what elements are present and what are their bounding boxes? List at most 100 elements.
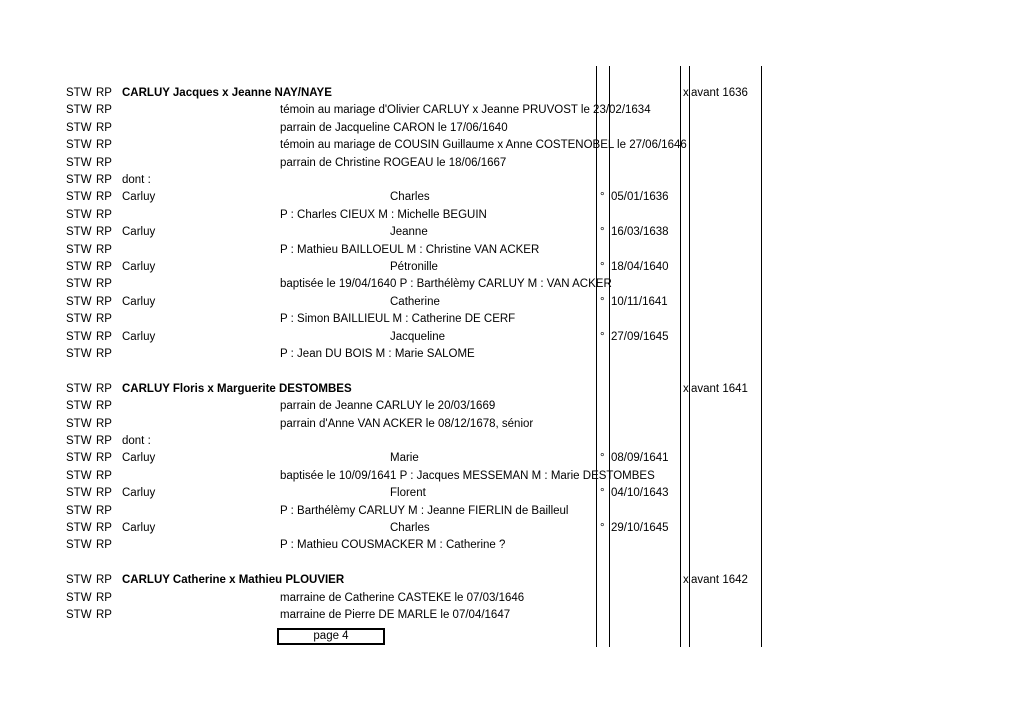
- source-code: STW: [66, 174, 92, 186]
- marriage-date: avant 1642: [691, 574, 748, 587]
- birth-date: 16/03/1638: [611, 226, 669, 239]
- birth-date: 10/11/1641: [611, 295, 668, 308]
- child-given-name: Charles: [390, 522, 430, 534]
- source-code: STW: [66, 313, 92, 326]
- register-row: STW RP baptisée le 19/04/1640 P : Barthélè…: [0, 276, 1024, 293]
- entry-detail: P : Mathieu BAILLOEUL M : Christine VAN …: [280, 243, 540, 256]
- entry-name: Carluy: [122, 295, 156, 308]
- source-code: STW: [66, 539, 92, 552]
- record-type: RP: [96, 330, 112, 343]
- record-type: RP: [96, 522, 112, 534]
- entry-detail: parrain de Jeanne CARLUY le 20/03/1669: [280, 400, 496, 413]
- source-code: STW: [66, 104, 92, 117]
- entry-name: Carluy: [122, 261, 156, 273]
- birth-mark: °: [600, 191, 605, 204]
- entry-detail: baptisée le 10/09/1641 P : Jacques MESSE…: [280, 469, 655, 482]
- entry-name: Carluy: [122, 522, 156, 534]
- source-code: STW: [66, 208, 92, 221]
- record-type: RP: [96, 278, 112, 291]
- record-type: RP: [96, 295, 112, 308]
- entry-detail: témoin au mariage de COUSIN Guillaume x …: [280, 139, 687, 152]
- column-divider: [596, 66, 597, 647]
- record-type: RP: [96, 452, 112, 465]
- source-code: STW: [66, 522, 92, 534]
- record-type: RP: [96, 504, 112, 517]
- source-code: STW: [66, 609, 92, 621]
- record-type: RP: [96, 121, 112, 134]
- register-row: STW RP P : Barthélèmy CARLUY M : Jeanne FI…: [0, 503, 1024, 520]
- entry-detail: P : Mathieu COUSMACKER M : Catherine ?: [280, 539, 506, 552]
- marriage-mark: x: [683, 574, 689, 587]
- source-code: STW: [66, 591, 92, 604]
- entry-detail: parrain de Christine ROGEAU le 18/06/166…: [280, 156, 507, 169]
- source-code: STW: [66, 469, 92, 482]
- source-code: STW: [66, 87, 92, 99]
- source-code: STW: [66, 504, 92, 517]
- record-type: RP: [96, 539, 112, 552]
- column-divider: [609, 66, 610, 647]
- birth-mark: °: [600, 226, 605, 239]
- entry-detail: P : Simon BAILLIEUL M : Catherine DE CER…: [280, 313, 516, 326]
- source-code: STW: [66, 330, 92, 343]
- record-type: RP: [96, 487, 112, 500]
- entry-detail: P : Jean DU BOIS M : Marie SALOME: [280, 348, 475, 360]
- register-row: STW RP P : Mathieu COUSMACKER M : Catherin…: [0, 537, 1024, 554]
- birth-date: 04/10/1643: [611, 487, 669, 500]
- entry-detail: P : Barthélèmy CARLUY M : Jeanne FIERLIN…: [280, 504, 569, 517]
- child-given-name: Pétronille: [390, 261, 438, 273]
- record-type: RP: [96, 208, 112, 221]
- source-code: STW: [66, 574, 92, 587]
- register-row: STW RP parrain de Jeanne CARLUY le 20/03/1…: [0, 398, 1024, 415]
- entry-detail: baptisée le 19/04/1640 P : Barthélèmy CA…: [280, 278, 612, 291]
- child-given-name: Charles: [390, 191, 430, 204]
- child-given-name: Catherine: [390, 295, 440, 308]
- source-code: STW: [66, 278, 92, 291]
- source-code: STW: [66, 295, 92, 308]
- birth-date: 05/01/1636: [611, 191, 669, 204]
- entry-name: Carluy: [122, 191, 156, 204]
- record-type: RP: [96, 400, 112, 413]
- child-given-name: Jacqueline: [390, 330, 445, 343]
- birth-date: 08/09/1641: [611, 452, 669, 465]
- source-code: STW: [66, 417, 92, 430]
- source-code: STW: [66, 487, 92, 500]
- source-code: STW: [66, 348, 92, 360]
- source-code: STW: [66, 435, 92, 447]
- record-type: RP: [96, 435, 112, 447]
- column-divider: [761, 66, 762, 647]
- entry-name: dont :: [122, 174, 151, 186]
- column-divider: [689, 66, 690, 647]
- birth-mark: °: [600, 261, 605, 273]
- child-given-name: Marie: [390, 452, 419, 465]
- entry-name: Carluy: [122, 330, 156, 343]
- record-type: RP: [96, 87, 112, 99]
- record-type: RP: [96, 139, 112, 152]
- entry-name: Carluy: [122, 487, 156, 500]
- blank-row: [0, 363, 1024, 380]
- record-type: RP: [96, 226, 112, 239]
- entry-name: Carluy: [122, 226, 156, 239]
- entry-name: CARLUY Jacques x Jeanne NAY/NAYE: [122, 87, 332, 99]
- record-type: RP: [96, 574, 112, 587]
- source-code: STW: [66, 261, 92, 273]
- child-given-name: Jeanne: [390, 226, 428, 239]
- entry-detail: parrain d'Anne VAN ACKER le 08/12/1678, …: [280, 417, 534, 430]
- source-code: STW: [66, 400, 92, 413]
- entry-name: dont :: [122, 435, 151, 447]
